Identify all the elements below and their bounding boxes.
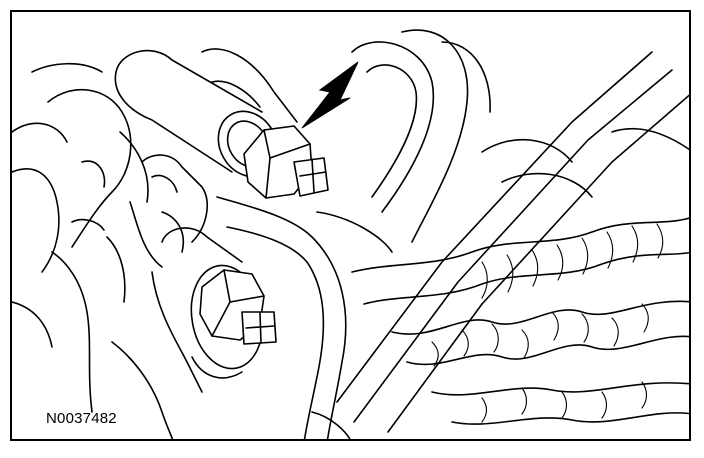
callout-arrow-icon [301,61,359,129]
wiring-harness [351,217,689,425]
line-drawing [12,29,689,439]
lower-nut [199,269,277,345]
figure-id-label: N0037482 [46,410,117,427]
diagonal-tube [336,51,689,433]
hose-upper [351,29,491,243]
upper-nut [243,125,329,199]
mid-bracket [129,154,208,268]
figure-frame: N0037482 [10,10,691,441]
coolant-tube [216,196,393,439]
lower-housing [311,128,689,439]
